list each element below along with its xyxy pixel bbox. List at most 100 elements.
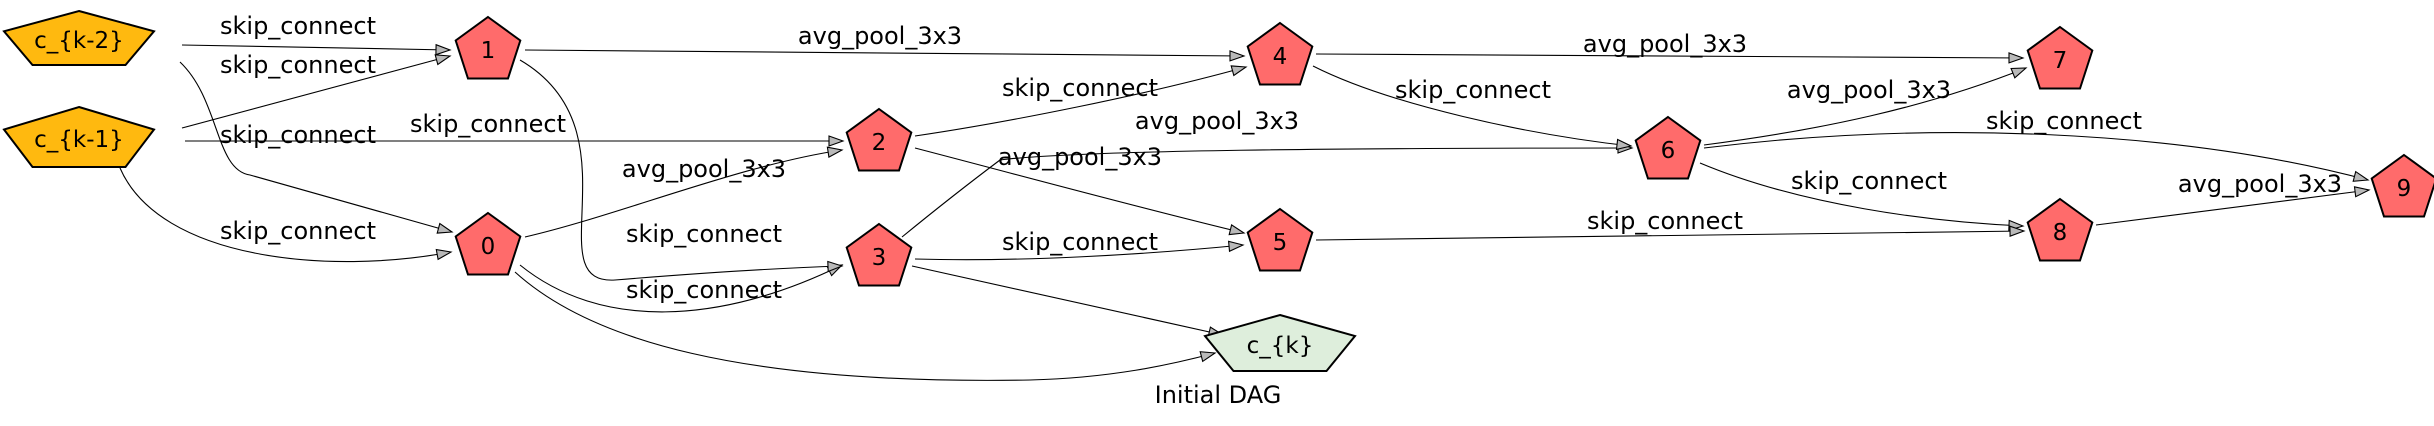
node-n8-shape: [2026, 197, 2094, 262]
edge-n6-n7-arrowhead: [2010, 67, 2028, 79]
edge-n8-n9-arrowhead: [2353, 186, 2371, 198]
edge-n4-n6: [1312, 65, 1632, 147]
edge-n1-n3-label: skip_connect: [626, 220, 782, 248]
node-ck1: c_{k-1}: [2, 105, 156, 168]
edge-ck2-n1-label: skip_connect: [220, 12, 376, 40]
edge-n3-ck: [911, 265, 1224, 336]
node-n7-shape: [2026, 25, 2094, 90]
node-n5: 5: [1246, 207, 1314, 272]
diagram-caption: Initial DAG: [1155, 381, 1282, 409]
node-n3: 3: [845, 222, 913, 287]
edge-n8-n9: [2095, 189, 2370, 226]
edge-n2-n4-arrowhead: [1230, 65, 1248, 77]
node-n4-label: 4: [1273, 44, 1288, 70]
edge-ck1-n0-label: skip_connect: [220, 217, 376, 245]
node-n0: 0: [454, 211, 522, 276]
node-n5-shape: [1246, 207, 1314, 272]
node-n0-shape: [454, 211, 522, 276]
edge-n0-n3: [519, 264, 843, 313]
edge-ck1-n1-label: skip_connect: [220, 51, 376, 79]
edge-n6-n8: [1699, 162, 2024, 227]
node-n2-shape: [845, 107, 913, 172]
edge-ck1-n2-arrowhead: [828, 135, 845, 147]
edge-n2-n4-label: skip_connect: [1002, 74, 1158, 102]
node-n1-label: 1: [481, 38, 496, 64]
node-ck2-shape: [2, 9, 156, 66]
edge-ck2-n0-label: skip_connect: [220, 121, 376, 149]
node-n6-label: 6: [1661, 138, 1676, 164]
node-n3-label: 3: [872, 245, 887, 271]
edge-n6-n9: [1703, 132, 2369, 181]
node-n7: 7: [2026, 25, 2094, 90]
edge-n1-n3: [519, 59, 843, 281]
edge-ck1-n0-arrowhead: [435, 248, 453, 261]
edge-n0-ck: [514, 271, 1216, 381]
node-ck2-label: c_{k-2}: [34, 28, 124, 54]
nodes-layer: c_{k-2} c_{k-1} 0 1 2 3 4 5 6 7 8 9 c_{k}: [2, 9, 2434, 372]
edge-n6-n8-label: skip_connect: [1791, 167, 1947, 195]
edge-ck1-n1-arrowhead: [434, 54, 452, 66]
node-n3-shape: [845, 222, 913, 287]
edge-n5-n8-label: skip_connect: [1587, 207, 1743, 235]
node-ck1-label: c_{k-1}: [34, 127, 124, 153]
edge-n0-ck-arrowhead: [1199, 351, 1217, 363]
edge-n6-n9-label: skip_connect: [1986, 107, 2142, 135]
edge-ck1-n1: [181, 55, 451, 129]
edge-n5-n8: [1315, 230, 2025, 241]
node-n1: 1: [454, 15, 522, 80]
node-n2-label: 2: [872, 130, 887, 156]
edge-n3-n5-label: skip_connect: [1002, 228, 1158, 256]
node-n4: 4: [1246, 21, 1314, 86]
edge-n0-n2-label: avg_pool_3x3: [622, 155, 786, 183]
edge-ck2-n0: [179, 61, 453, 233]
node-n1-shape: [454, 15, 522, 80]
node-ck-shape: [1203, 313, 1357, 372]
node-n2: 2: [845, 107, 913, 172]
node-n4-shape: [1246, 21, 1314, 86]
edge-n3-n5: [914, 244, 1244, 261]
edge-n2-n5-arrowhead: [1228, 224, 1246, 236]
node-ck2: c_{k-2}: [2, 9, 156, 66]
edge-n3-n6: [901, 147, 1633, 238]
edge-n6-n9-arrowhead: [2352, 170, 2370, 182]
edge-n0-n2-arrowhead: [826, 146, 844, 158]
edge-n4-n6-label: skip_connect: [1395, 76, 1551, 104]
edge-n1-n4-label: avg_pool_3x3: [798, 22, 962, 50]
edge-ck2-n1-arrowhead: [435, 43, 452, 56]
edges-layer: [119, 43, 2371, 381]
edge-n3-n6-label: avg_pool_3x3: [1135, 107, 1299, 135]
node-n6: 6: [1634, 115, 1702, 180]
node-n8: 8: [2026, 197, 2094, 262]
edge-ck2-n0-arrowhead: [436, 222, 454, 234]
edge-n1-n4-arrowhead: [1229, 50, 1246, 62]
node-n7-label: 7: [2053, 48, 2068, 74]
node-n8-label: 8: [2053, 220, 2068, 246]
node-n0-label: 0: [481, 234, 496, 260]
edge-ck2-n1: [181, 44, 451, 51]
node-n5-label: 5: [1273, 230, 1288, 256]
edge-ck1-n2-label: skip_connect: [410, 110, 566, 138]
node-ck-label: c_{k}: [1247, 333, 1314, 359]
edge-n0-n3-label: skip_connect: [626, 276, 782, 304]
edge-n4-n7-arrowhead: [2008, 52, 2025, 64]
edge-n4-n7-label: avg_pool_3x3: [1583, 30, 1747, 58]
node-ck: c_{k}: [1203, 313, 1357, 372]
edge-n2-n5-label: avg_pool_3x3: [998, 143, 1162, 171]
edge-n6-n7-label: avg_pool_3x3: [1787, 76, 1951, 104]
edge-n3-n5-arrowhead: [1227, 240, 1245, 253]
node-n6-shape: [1634, 115, 1702, 180]
edge-n2-n4: [914, 66, 1247, 137]
edge-n1-n3-arrowhead: [827, 260, 844, 273]
edge-n2-n5: [914, 147, 1245, 234]
edge-n8-n9-label: avg_pool_3x3: [2178, 170, 2342, 198]
edge-n6-n7: [1703, 67, 2027, 146]
edge-n0-n2: [524, 149, 843, 238]
node-n9-label: 9: [2397, 176, 2412, 202]
node-n9: 9: [2370, 153, 2434, 218]
edge-n1-n4: [524, 49, 1245, 57]
node-n9-shape: [2370, 153, 2434, 218]
edge-n5-n8-arrowhead: [2009, 225, 2026, 237]
edge-n4-n7: [1315, 53, 2024, 59]
